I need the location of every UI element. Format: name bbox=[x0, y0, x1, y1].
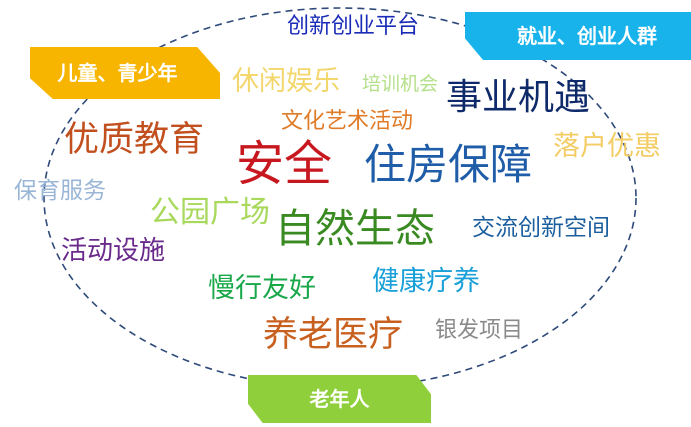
keyword-childcare: 保育服务 bbox=[14, 178, 106, 204]
keyword-exchange: 交流创新空间 bbox=[472, 215, 610, 241]
keyword-training: 培训机会 bbox=[362, 73, 439, 95]
elder-group-tag: 老年人 bbox=[248, 375, 431, 423]
keyword-hukou: 落户优惠 bbox=[553, 131, 661, 162]
keyword-innovation-platform: 创新创业平台 bbox=[287, 14, 420, 39]
keyword-career: 事业机遇 bbox=[446, 77, 591, 118]
keyword-parks: 公园广场 bbox=[150, 195, 270, 230]
keyword-housing: 住房保障 bbox=[364, 140, 533, 189]
keyword-wellness: 健康疗养 bbox=[372, 266, 480, 297]
keyword-education: 优质教育 bbox=[64, 120, 205, 160]
keyword-ecology: 自然生态 bbox=[275, 206, 435, 252]
keyword-culture: 文化艺术活动 bbox=[281, 109, 414, 134]
youth-group-tag: 儿童、青少年 bbox=[30, 47, 220, 99]
keyword-silver: 银发项目 bbox=[435, 318, 524, 343]
work-group-tag: 就业、创业人群 bbox=[465, 12, 691, 60]
keyword-safety: 安全 bbox=[236, 136, 333, 192]
keyword-leisure: 休闲娱乐 bbox=[232, 66, 340, 97]
keyword-slow-travel: 慢行友好 bbox=[208, 273, 316, 304]
keyword-elderly-care: 养老医疗 bbox=[263, 315, 404, 355]
keyword-facilities: 活动设施 bbox=[61, 236, 166, 266]
